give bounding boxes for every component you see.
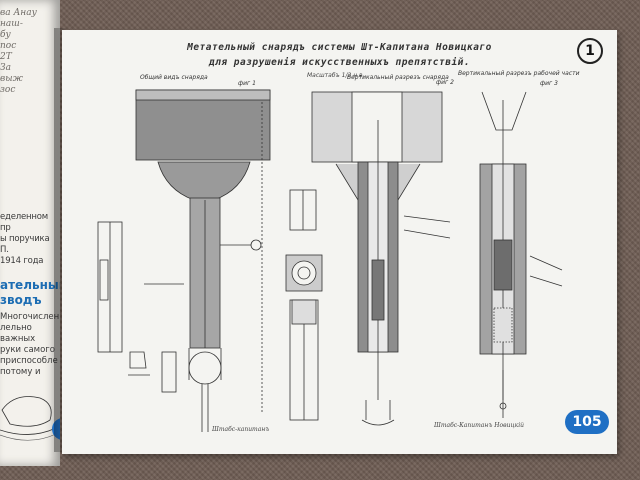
fig1-label: фиг 1 — [238, 80, 256, 87]
left-page-number-badge — [52, 418, 60, 440]
handwritten-note: ва Анау наш- бу пос 2Т За выж зос — [0, 8, 37, 95]
signature-left: Штабс-капитанъ — [212, 426, 270, 433]
plate-title: Метательный снарядъ системы Шт-Капитана … — [187, 42, 492, 53]
fig2-label: фиг 2 — [436, 79, 454, 86]
fig2-caption: Вертикальный разрезъ снаряда — [347, 74, 449, 81]
left-page: ва Анау наш- бу пос 2Т За выж зос еделен… — [0, 0, 60, 466]
plate-number-badge: 1 — [577, 38, 603, 64]
plate-subtitle: для разрушенiя искусственныхъ препятствi… — [208, 57, 471, 68]
left-page-paragraph: Многочисленных лельно важных руки самого… — [0, 312, 60, 377]
fig3-label: фиг 3 — [540, 80, 558, 87]
signature-right: Штабс-Капитанъ Новицкiй — [434, 422, 524, 429]
left-page-text: еделенном пр ы поручика П. 1914 года — [0, 212, 50, 266]
page-number-badge: 105 — [565, 410, 609, 434]
left-page-heading: ательный зводъ — [0, 278, 60, 307]
fig3-caption: Вертикальный разрезъ рабочей части — [458, 70, 580, 77]
plate-scale: Масштабъ 1/2 н.в. — [307, 72, 365, 79]
left-page-sketch — [0, 396, 57, 441]
fig1-caption: Общий видъ снаряда — [140, 74, 208, 81]
technical-drawing — [97, 89, 563, 432]
right-page: Метательный снарядъ системы Шт-Капитана … — [62, 30, 617, 454]
